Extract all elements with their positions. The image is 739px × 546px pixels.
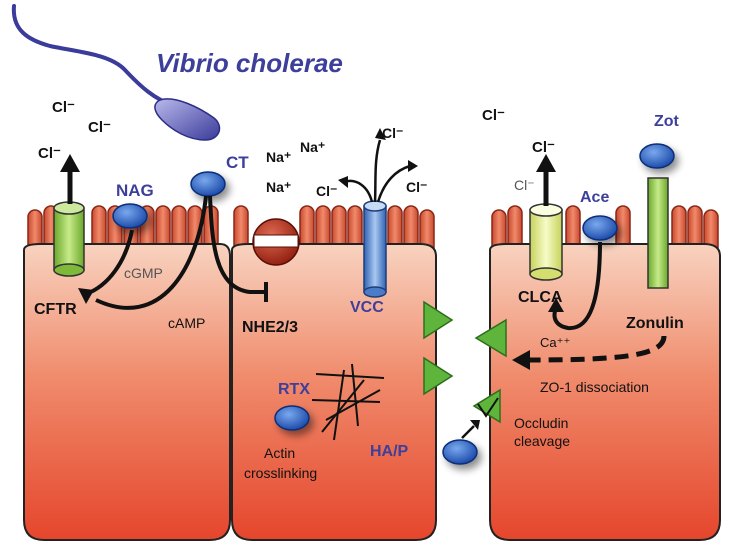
cl-ion-3: Cl⁻: [38, 145, 61, 162]
rtx-label: RTX: [278, 381, 310, 398]
nhe-exchanger: [252, 218, 300, 266]
ct-toxin: [190, 171, 226, 197]
vcc-channel: [363, 200, 387, 298]
diagram-title: Vibrio cholerae: [156, 48, 343, 78]
zonulin-arrowhead: [512, 350, 530, 370]
ct-nhe-arrow: [208, 195, 264, 294]
na-ion-3: Na⁺: [266, 179, 292, 195]
hap-occludin-arrowhead: [470, 420, 480, 430]
clca-label: CLCA: [518, 289, 563, 306]
cl-ion-5: Cl⁻: [532, 139, 555, 156]
cell-2: [231, 243, 437, 541]
occludin-check-icon: [477, 397, 499, 418]
cl-ion-1: Cl⁻: [52, 99, 75, 116]
actin-label-line1: Actin: [264, 445, 296, 461]
clca-efflux-arrowhead: [536, 154, 556, 172]
cftr-efflux-arrowhead: [60, 154, 80, 172]
cftr-label: CFTR: [34, 301, 77, 318]
hap-occludin-arrow: [461, 425, 475, 439]
cl-ion-vcc-1: Cl⁻: [382, 125, 404, 141]
cl-ion-2: Cl⁻: [88, 119, 111, 136]
zot-label: Zot: [654, 113, 679, 130]
cl-ion-6: Cl⁻: [514, 177, 535, 193]
nag-cgmp-arrowhead: [78, 288, 94, 304]
zonulin-label: Zonulin: [626, 315, 684, 332]
actin-label-line2: crosslinking: [244, 465, 318, 481]
cell-1: [23, 243, 231, 541]
vibrio-bacterium: [11, 4, 221, 141]
occludin-label-line1: Occludin: [514, 415, 569, 431]
occludin-label-line2: cleavage: [514, 433, 571, 449]
toxin-ellipses: [112, 143, 675, 465]
ace-toxin: [582, 215, 618, 241]
zonulin-dashed-arrow: [527, 335, 667, 363]
vcc-label: VCC: [350, 299, 384, 316]
ace-label: Ace: [580, 189, 610, 206]
zot-toxin: [639, 143, 675, 169]
ca-ion-label: Ca⁺⁺: [540, 335, 571, 350]
hap-toxin: [442, 439, 478, 465]
actin-filaments: [311, 363, 385, 441]
tight-junction-triangles: [423, 300, 507, 424]
hap-label: HA/P: [370, 443, 409, 460]
cftr-channel: [53, 201, 85, 277]
cell-3: [489, 243, 721, 541]
cl-ion-vcc-3: Cl⁻: [406, 179, 428, 195]
rtx-toxin: [274, 405, 310, 431]
camp-label: cAMP: [168, 315, 206, 331]
vcc-efflux-arrowheads: [338, 128, 418, 188]
cl-ion-vcc-2: Cl⁻: [316, 183, 338, 199]
vcc-efflux-arrows: [343, 139, 411, 203]
cl-ion-4: Cl⁻: [482, 107, 505, 124]
nhe-label: NHE2/3: [242, 319, 299, 336]
nag-label: NAG: [116, 181, 154, 200]
clca-channel: [529, 203, 563, 281]
ace-ca-arrowhead: [548, 298, 564, 312]
na-ion-1: Na⁺: [266, 149, 292, 165]
cgmp-label: cGMP: [124, 265, 163, 281]
zo1-dissociation-label: ZO-1 dissociation: [540, 379, 649, 395]
ct-label: CT: [226, 153, 249, 172]
ct-camp-arrow: [95, 195, 208, 310]
nag-toxin: [112, 203, 148, 229]
zot-receptor: [647, 177, 669, 289]
ace-ca-arrow: [552, 241, 602, 331]
na-ion-2: Na⁺: [300, 139, 326, 155]
